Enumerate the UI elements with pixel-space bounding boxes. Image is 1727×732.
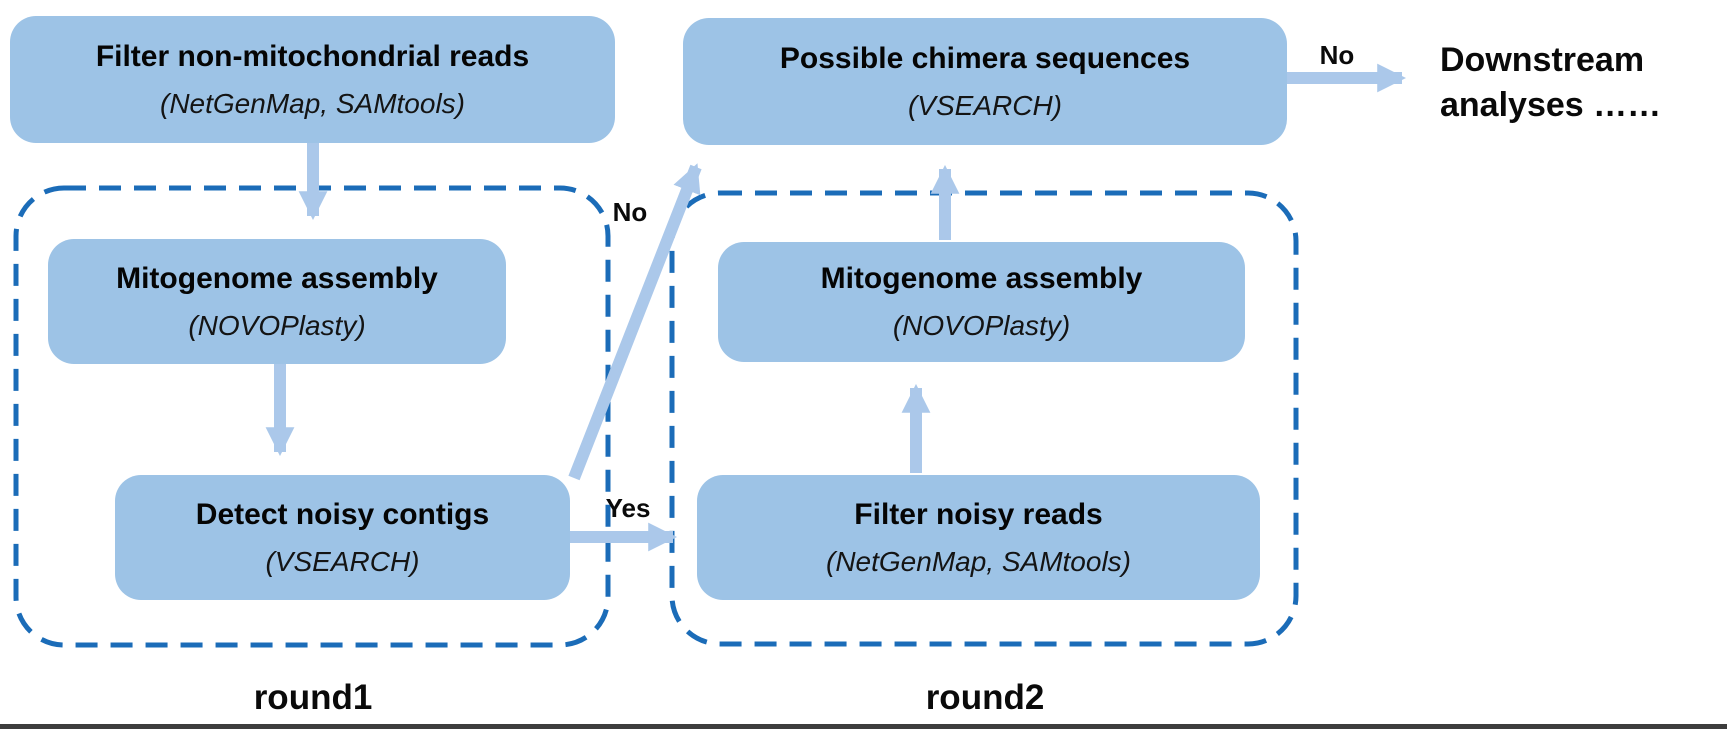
edge-label-yes: Yes xyxy=(605,493,651,523)
end-node-downstream-analyses: Downstream analyses …… xyxy=(1440,41,1662,124)
step-title: Possible chimera sequences xyxy=(779,41,1191,75)
group-label-round1: round1 xyxy=(253,678,373,717)
step-tools: (NetGenMap, SAMtools) xyxy=(160,87,465,119)
edge-label-no-diagonal: No xyxy=(612,197,648,227)
step-box-possible-chimera-sequences: Possible chimera sequences (VSEARCH) xyxy=(683,18,1287,145)
step-tools: (NOVOPlasty) xyxy=(892,310,1071,341)
step-title: Detect noisy contigs xyxy=(195,497,490,531)
step-tools: (VSEARCH) xyxy=(265,545,420,577)
step-box-filter-non-mitochondrial-reads: Filter non-mitochondrial reads (NetGenMa… xyxy=(10,16,615,143)
step-title: Mitogenome assembly xyxy=(116,261,438,295)
step-box-filter-noisy-reads: Filter noisy reads (NetGenMap, SAMtools) xyxy=(697,475,1260,600)
step-box-mitogenome-assembly-round1: Mitogenome assembly (NOVOPlasty) xyxy=(48,239,506,364)
round2-group-border xyxy=(669,190,1299,647)
step-tools: (NOVOPlasty) xyxy=(188,309,366,341)
step-box-mitogenome-assembly-round2: Mitogenome assembly (NOVOPlasty) xyxy=(718,242,1245,362)
step-tools: (NetGenMap, SAMtools) xyxy=(826,545,1131,577)
step-tools: (VSEARCH) xyxy=(907,89,1062,121)
step-title: Mitogenome assembly xyxy=(820,262,1143,295)
step-title: Filter non-mitochondrial reads xyxy=(95,39,530,73)
step-title: Filter noisy reads xyxy=(854,497,1103,531)
edge-label-no-top: No xyxy=(1319,40,1355,70)
step-box-detect-noisy-contigs: Detect noisy contigs (VSEARCH) xyxy=(115,475,570,600)
group-label-round2: round2 xyxy=(925,678,1045,717)
arrow-detect-to-chimera-no xyxy=(568,163,702,481)
bottom-divider-bar xyxy=(0,724,1727,729)
